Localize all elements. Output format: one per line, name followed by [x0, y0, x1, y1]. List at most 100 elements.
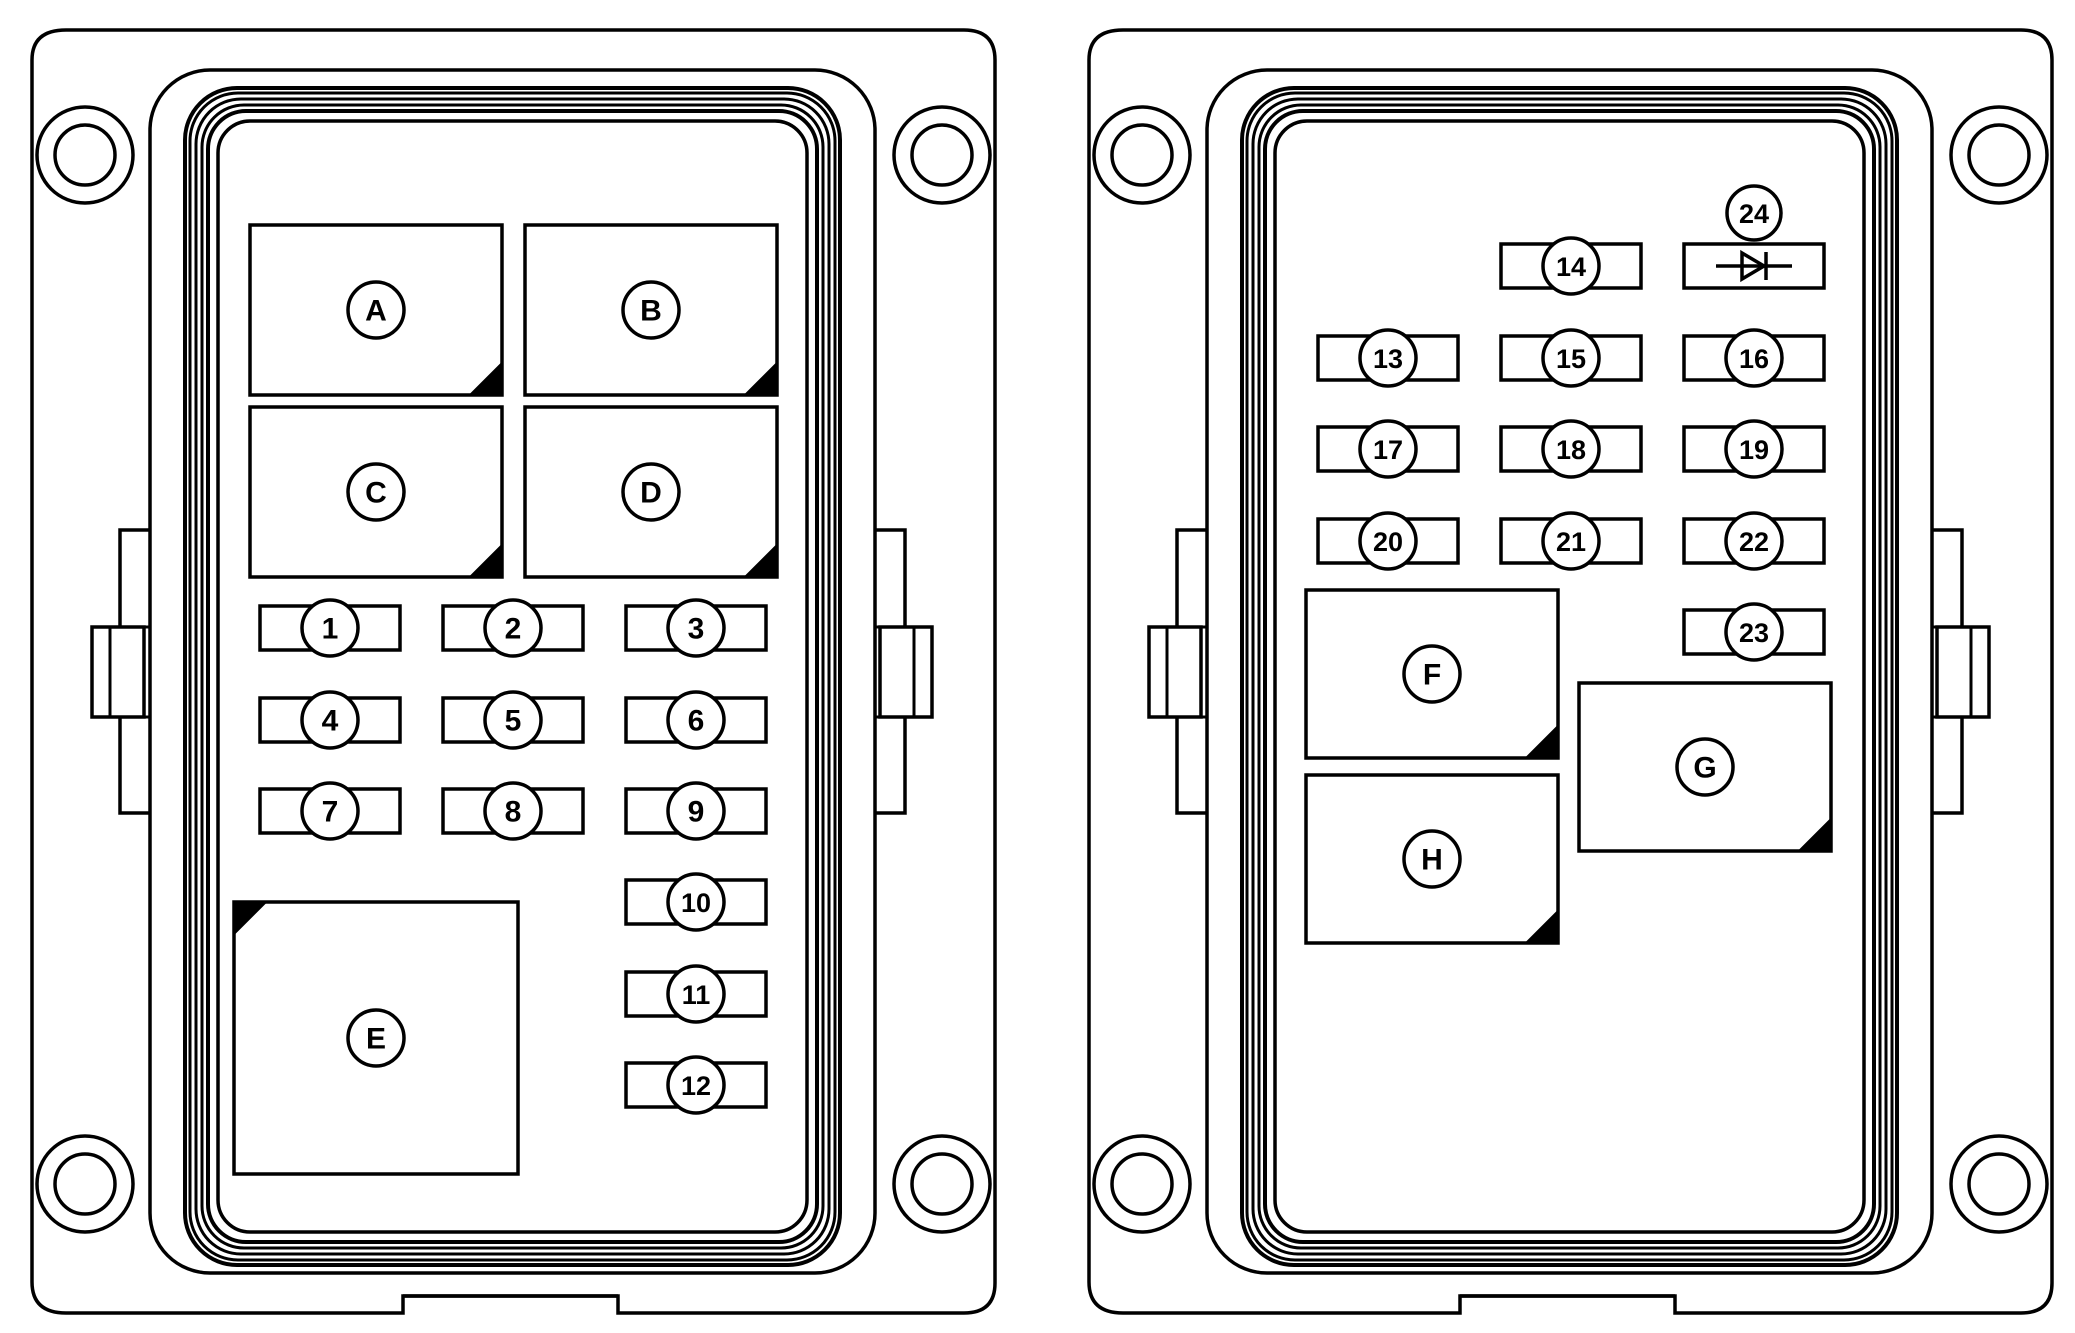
fuse-17-label: 17 [1373, 435, 1403, 465]
fuse-10-label: 10 [681, 888, 711, 918]
relay-d-corner-mark [742, 542, 778, 578]
mounting-hole-outer [35, 105, 135, 205]
fuse-19-label: 19 [1739, 435, 1769, 465]
fuse-23-circle [1724, 602, 1784, 662]
relay-h-corner-mark [1523, 908, 1559, 944]
inner-cavity [1273, 119, 1866, 1234]
fuse-9-label: 9 [688, 796, 705, 829]
right-latch-tab [1935, 625, 1991, 719]
mounting-hole-inner [1110, 1152, 1174, 1216]
fuse-5-circle [483, 690, 543, 750]
relay-g-corner-mark [1796, 816, 1832, 852]
fuse-4-label: 4 [322, 705, 339, 738]
relay-f-circle [1402, 644, 1462, 704]
relay-b-circle [621, 280, 681, 340]
fuse-8-label: 8 [505, 796, 522, 829]
fuse-17-circle [1358, 419, 1418, 479]
fuse-6-label: 6 [688, 705, 705, 738]
relay-h-circle [1402, 829, 1462, 889]
relay-b-label: B [640, 295, 662, 328]
fuse-1-circle [300, 598, 360, 658]
fuse-21-label: 21 [1556, 527, 1586, 557]
fuse-10-circle [666, 872, 726, 932]
relay-d-circle [621, 462, 681, 522]
mounting-hole-inner [910, 123, 974, 187]
fuse-21-circle [1541, 511, 1601, 571]
diode-24-circle [1725, 184, 1783, 242]
seal-ring [1240, 86, 1899, 1267]
fuse-14-label: 14 [1556, 252, 1586, 282]
fuse-14-circle [1541, 236, 1601, 296]
fuse-13-circle [1358, 328, 1418, 388]
seal-ring [200, 103, 825, 1250]
relay-a-corner-mark [467, 360, 503, 396]
fuse-11-label: 11 [682, 980, 711, 1010]
fuse-9-circle [666, 781, 726, 841]
relay-b-corner-mark [742, 360, 778, 396]
mounting-hole-inner [53, 1152, 117, 1216]
mounting-hole-outer [1949, 105, 2049, 205]
mounting-hole-outer [1949, 1134, 2049, 1234]
mounting-hole-inner [53, 123, 117, 187]
fuse-18-circle [1541, 419, 1601, 479]
mounting-hole-outer [1092, 105, 1192, 205]
relay-a-circle [346, 280, 406, 340]
fuse-20-circle [1358, 511, 1418, 571]
fuse-16-label: 16 [1739, 344, 1769, 374]
seal-ring [1251, 97, 1888, 1256]
relay-e-corner-mark [233, 901, 269, 937]
fuse-11-circle [666, 964, 726, 1024]
right-latch-tab [878, 625, 934, 719]
relay-e-circle [346, 1008, 406, 1068]
seal-ring [1263, 109, 1876, 1244]
fuse-15-circle [1541, 328, 1601, 388]
relay-g-circle [1675, 737, 1735, 797]
mounting-hole-inner [1967, 123, 2031, 187]
fuse-19-circle [1724, 419, 1784, 479]
fuse-7-label: 7 [322, 796, 339, 829]
fuse-22-label: 22 [1739, 527, 1769, 557]
relay-f-corner-mark [1523, 723, 1559, 759]
left-latch-tab [1147, 625, 1203, 719]
fuse-2-circle [483, 598, 543, 658]
fuse-1-label: 1 [322, 613, 339, 646]
seal-ring [194, 97, 831, 1256]
fuse-16-circle [1724, 328, 1784, 388]
relay-a-label: A [365, 295, 387, 328]
relay-c-label: C [365, 477, 387, 510]
fuse-8-circle [483, 781, 543, 841]
relay-e-label: E [366, 1023, 386, 1056]
mounting-hole-outer [892, 105, 992, 205]
seal-ring [183, 86, 842, 1267]
mounting-hole-outer [1092, 1134, 1192, 1234]
fuse-3-label: 3 [688, 613, 705, 646]
relay-g-label: G [1693, 752, 1716, 785]
fuse-12-label: 12 [681, 1071, 711, 1101]
fuse-6-circle [666, 690, 726, 750]
relay-c-circle [346, 462, 406, 522]
mounting-hole-outer [892, 1134, 992, 1234]
seal-ring [188, 91, 837, 1262]
fuse-3-circle [666, 598, 726, 658]
fuse-23-label: 23 [1739, 618, 1769, 648]
seal-ring [206, 109, 819, 1244]
fuse-2-label: 2 [505, 613, 522, 646]
seal-ring [1245, 91, 1894, 1262]
fuse-4-circle [300, 690, 360, 750]
diode-icon [1740, 249, 1768, 283]
fuse-18-label: 18 [1556, 435, 1586, 465]
left-latch-tab [90, 625, 146, 719]
fuse-12-circle [666, 1055, 726, 1115]
mounting-hole-inner [1110, 123, 1174, 187]
fuse-5-label: 5 [505, 705, 522, 738]
mounting-hole-outer [35, 1134, 135, 1234]
fuse-13-label: 13 [1373, 344, 1403, 374]
fuse-20-label: 20 [1373, 527, 1403, 557]
fuse-7-circle [300, 781, 360, 841]
fuse-15-label: 15 [1556, 344, 1586, 374]
relay-d-label: D [640, 477, 662, 510]
mounting-hole-inner [910, 1152, 974, 1216]
